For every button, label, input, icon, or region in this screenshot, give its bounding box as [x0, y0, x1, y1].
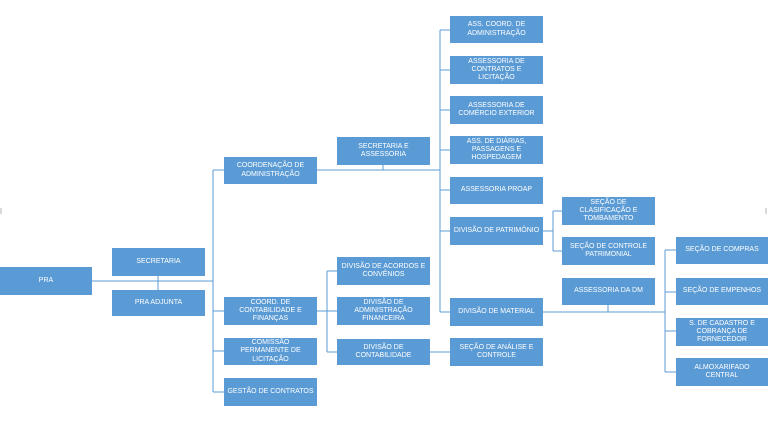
node-secao-compras[interactable]: SEÇÃO DE COMPRAS — [676, 237, 768, 264]
node-assessoria-dm[interactable]: ASSESSORIA DA DM — [562, 278, 655, 305]
node-ass-coord-adm[interactable]: ASS. COORD. DE ADMINISTRAÇÃO — [450, 16, 543, 43]
node-divisao-patrimonio[interactable]: DIVISÃO DE PATRIMÔNIO — [450, 217, 543, 245]
node-coord-administracao[interactable]: COORDENAÇÃO DE ADMINISTRAÇÃO — [224, 157, 317, 184]
node-secao-analise[interactable]: SEÇÃO DE ANÁLISE E CONTROLE — [450, 338, 543, 366]
node-ass-diarias[interactable]: ASS. DE DIÁRIAS, PASSAGENS E HOSPEDAGEM — [450, 136, 543, 164]
node-divisao-adm-financeira[interactable]: DIVISÃO DE ADMINISTRAÇÃO FINANCEIRA — [337, 297, 430, 325]
node-secretaria-assessoria[interactable]: SECRETARIA E ASSESSORIA — [337, 137, 430, 165]
left-edge-marker — [0, 208, 2, 214]
node-gestao-contratos[interactable]: GESTÃO DE CONTRATOS — [224, 378, 317, 406]
node-secao-empenhos[interactable]: SEÇÃO DE EMPENHOS — [676, 278, 768, 305]
node-secao-controle-patrimonial[interactable]: SEÇÃO DE CONTROLE PATRIMONIAL — [562, 237, 655, 265]
node-secao-cadastro[interactable]: S. DE CADASTRO E COBRANÇA DE FORNECEDOR — [676, 318, 768, 346]
node-secao-classificacao[interactable]: SEÇÃO DE CLASIFICAÇÃO E TOMBAMENTO — [562, 197, 655, 225]
node-divisao-material[interactable]: DIVISÃO DE MATERIAL — [450, 298, 543, 326]
node-assessoria-comercio[interactable]: ASSESSORIA DE COMÉRCIO EXTERIOR — [450, 96, 543, 124]
node-comissao-licitacao[interactable]: COMISSÃO PERMANENTE DE LICITAÇÃO — [224, 338, 317, 365]
node-secretaria[interactable]: SECRETARIA — [112, 248, 205, 276]
node-assessoria-contratos[interactable]: ASSESSORIA DE CONTRATOS E LICITAÇÃO — [450, 56, 543, 84]
node-divisao-acordos[interactable]: DIVISÃO DE ACORDOS E CONVÊNIOS — [337, 257, 430, 285]
right-edge-marker — [765, 208, 767, 214]
node-divisao-contabilidade[interactable]: DIVISÃO DE CONTABILIDADE — [337, 339, 430, 365]
node-almoxarifado[interactable]: ALMOXARIFADO CENTRAL — [676, 358, 768, 386]
node-pra-adjunta[interactable]: PRA ADJUNTA — [112, 290, 205, 316]
node-pra[interactable]: PRA — [0, 267, 92, 295]
node-coord-contabilidade[interactable]: COORD. DE CONTABILIDADE E FINANÇAS — [224, 297, 317, 325]
node-assessoria-proap[interactable]: ASSESSORIA PROAP — [450, 177, 543, 204]
